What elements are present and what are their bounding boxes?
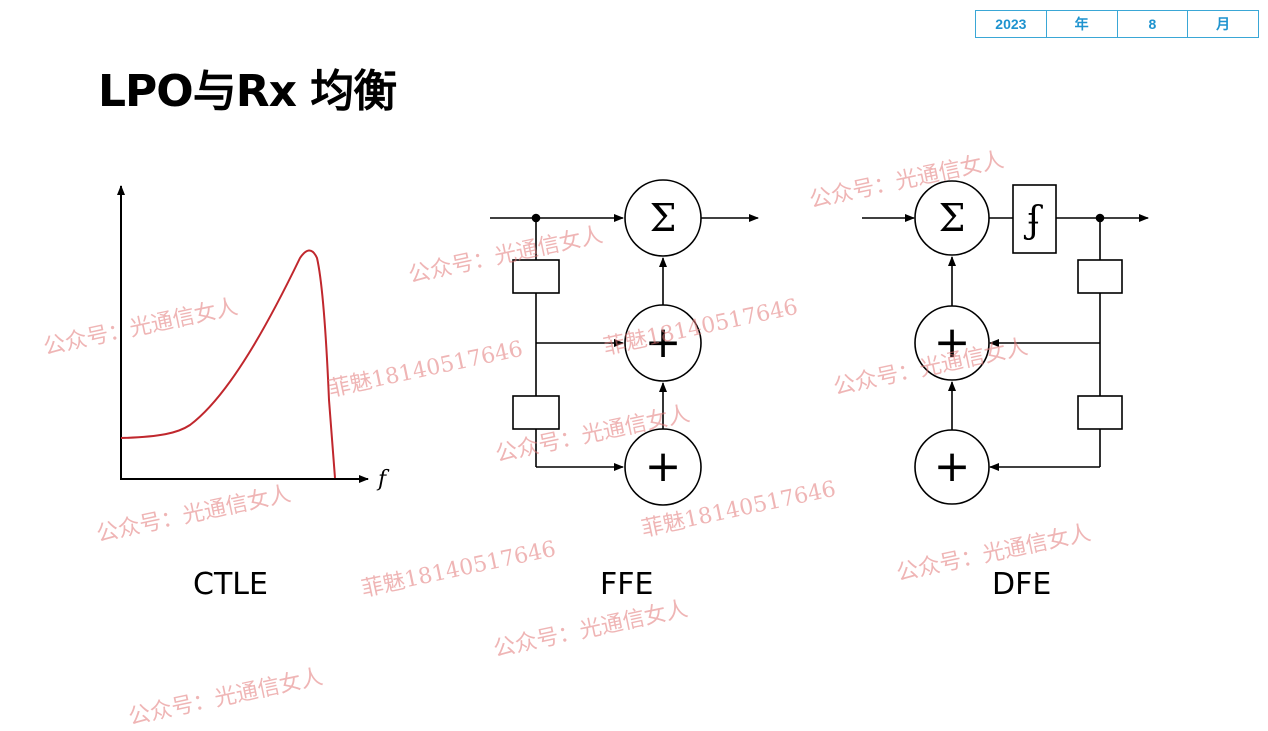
date-year: 2023 (976, 11, 1047, 37)
dfe-adder-symbol-1: + (934, 317, 971, 368)
ctle-diagram: f (117, 185, 390, 492)
ffe-delay-block-2 (512, 395, 560, 430)
ffe-caption: FFE (600, 567, 654, 602)
date-header: 2023 年 8 月 (975, 10, 1259, 38)
dfe-delay-block-1 (1077, 259, 1123, 294)
ffe-diagram (490, 179, 759, 506)
ctle-caption: CTLE (193, 567, 268, 602)
date-year-unit: 年 (1047, 11, 1118, 37)
ffe-adder-symbol-2: + (645, 441, 682, 492)
date-month-unit: 月 (1216, 16, 1231, 32)
page-title: LPO与Rx 均衡 (98, 66, 397, 117)
dfe-diagram (862, 180, 1149, 505)
ffe-sum-symbol: Σ (650, 196, 677, 240)
dfe-slicer-block (1012, 184, 1057, 254)
ffe-adder-symbol-1: + (645, 317, 682, 368)
dfe-adder-symbol-2: + (934, 441, 971, 492)
ffe-delay-block-1 (512, 259, 560, 294)
dfe-delay-block-2 (1077, 395, 1123, 430)
date-month: 8 (1118, 11, 1189, 37)
dfe-decision-symbol: ʄ (1023, 200, 1043, 241)
ctle-x-axis-label: f (376, 467, 390, 492)
equalizer-diagrams: f Σ + + (117, 179, 1149, 506)
dfe-caption: DFE (992, 567, 1052, 602)
dfe-sum-symbol: Σ (939, 196, 966, 240)
ctle-response-curve (120, 249, 336, 479)
